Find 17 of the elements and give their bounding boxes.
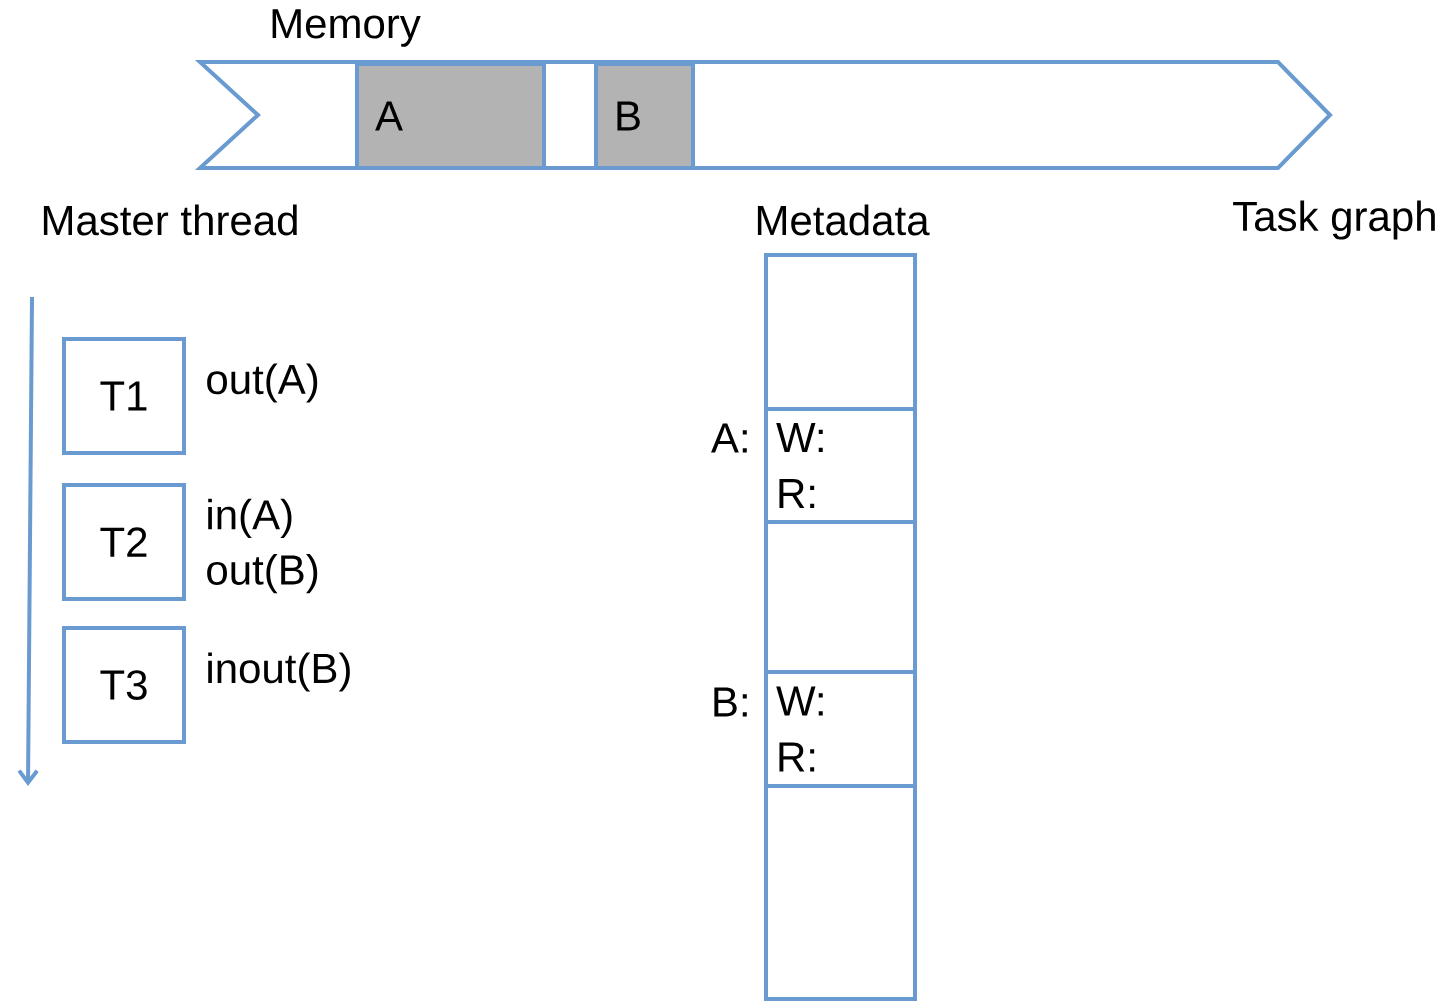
memory-block: B bbox=[594, 62, 695, 170]
access-label: out(A) bbox=[207, 363, 318, 403]
task-box: T2 bbox=[62, 483, 186, 601]
access-label: inout(B) bbox=[208, 652, 350, 692]
metadata-cell bbox=[764, 784, 917, 1001]
heading-label: Task graph bbox=[1233, 200, 1435, 240]
memory-block: A bbox=[355, 62, 546, 170]
task-box: T3 bbox=[62, 626, 186, 744]
node-label: Memory bbox=[272, 9, 421, 47]
metadata-cell: W: R: bbox=[764, 670, 917, 788]
task-box: T1 bbox=[62, 337, 186, 455]
heading-label: Master thread bbox=[43, 204, 297, 236]
access-label: in(A) out(B) bbox=[207, 498, 318, 594]
entry-label: A: bbox=[711, 423, 747, 453]
heading-label: Metadata bbox=[757, 204, 930, 236]
metadata-cell: W: R: bbox=[764, 407, 917, 524]
entry-label: B: bbox=[714, 687, 747, 717]
